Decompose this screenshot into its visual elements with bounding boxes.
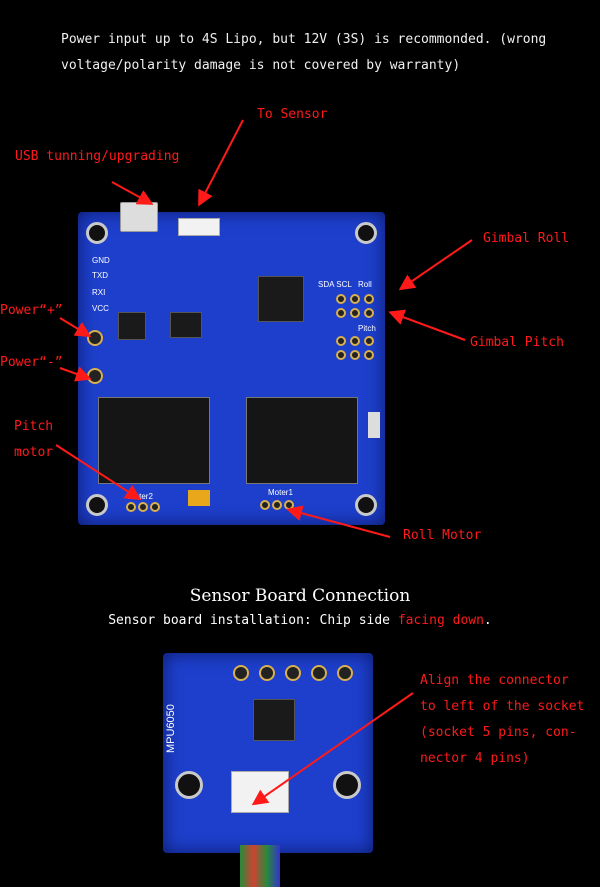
mpu-chip bbox=[253, 699, 295, 741]
mount-hole bbox=[355, 494, 377, 516]
arrow-roll-motor bbox=[286, 505, 391, 538]
silk-roll: Roll bbox=[358, 280, 372, 289]
pin bbox=[233, 665, 249, 681]
arrow-to-sensor bbox=[198, 119, 244, 207]
section-title: Sensor Board Connection bbox=[189, 586, 411, 606]
silk-txd: TXD bbox=[92, 271, 108, 280]
label-power-plus: Power“+” bbox=[0, 303, 63, 318]
pin bbox=[336, 350, 346, 360]
subtitle-suffix: . bbox=[483, 613, 492, 628]
section-subtitle: Sensor board installation: Chip side fac… bbox=[0, 613, 600, 628]
silk-sda-scl: SDA SCL bbox=[318, 280, 352, 289]
label-usb: USB tunning/upgrading bbox=[15, 149, 180, 164]
pin bbox=[350, 336, 360, 346]
arrow-gimbal-pitch bbox=[388, 309, 466, 341]
sensor-socket bbox=[178, 218, 220, 236]
sensor-board: MPU6050 bbox=[163, 653, 373, 853]
silk-rxi: RXI bbox=[92, 288, 106, 297]
mount-hole bbox=[355, 222, 377, 244]
pin bbox=[350, 350, 360, 360]
mcu-chip bbox=[258, 276, 304, 322]
cable bbox=[240, 845, 280, 887]
arrow-align bbox=[251, 692, 414, 806]
pin bbox=[311, 665, 327, 681]
label-gimbal-roll: Gimbal Roll bbox=[483, 231, 570, 246]
silk-vcc: VCC bbox=[92, 304, 109, 313]
label-pitch-motor-2: motor bbox=[14, 445, 54, 460]
pin bbox=[138, 502, 148, 512]
silk-moter1: Moter1 bbox=[268, 488, 293, 497]
pin bbox=[259, 665, 275, 681]
roll-motor-driver bbox=[246, 397, 358, 484]
align-note-3: (socket 5 pins, con- bbox=[420, 725, 577, 740]
pin bbox=[336, 336, 346, 346]
subtitle-highlight: facing down bbox=[397, 613, 484, 628]
regulator bbox=[170, 312, 202, 338]
arrow-usb bbox=[111, 181, 154, 205]
pin bbox=[126, 502, 136, 512]
pin bbox=[336, 308, 346, 318]
label-pitch-motor-1: Pitch bbox=[14, 419, 54, 434]
pitch-motor-driver bbox=[98, 397, 210, 484]
pin bbox=[364, 336, 374, 346]
controller-board: GND TXD RXI VCC SDA SCL Roll Pitch Moter… bbox=[78, 202, 385, 525]
pin bbox=[285, 665, 301, 681]
notice-line-2: voltage/polarity damage is not covered b… bbox=[61, 58, 461, 73]
mount-hole bbox=[333, 771, 361, 799]
pin bbox=[272, 500, 282, 510]
pin bbox=[150, 502, 160, 512]
arrow-power-minus bbox=[59, 366, 92, 382]
arrow-pitch-motor bbox=[55, 444, 142, 501]
align-note-4: nector 4 pins) bbox=[420, 751, 530, 766]
mount-hole bbox=[86, 494, 108, 516]
pin bbox=[336, 294, 346, 304]
notice-line-1: Power input up to 4S Lipo, but 12V (3S) … bbox=[61, 32, 547, 47]
subtitle-prefix: Sensor board installation: Chip side bbox=[108, 613, 398, 628]
chip bbox=[118, 312, 146, 340]
pin bbox=[337, 665, 353, 681]
label-gimbal-pitch: Gimbal Pitch bbox=[470, 335, 564, 350]
silk-pitch: Pitch bbox=[358, 324, 376, 333]
silk-gnd: GND bbox=[92, 256, 110, 265]
label-to-sensor: To Sensor bbox=[257, 107, 328, 122]
arrow-gimbal-roll bbox=[398, 239, 473, 291]
button bbox=[368, 412, 380, 438]
capacitor bbox=[188, 490, 210, 506]
pin bbox=[364, 308, 374, 318]
pin bbox=[350, 294, 360, 304]
pin bbox=[364, 350, 374, 360]
pin bbox=[350, 308, 360, 318]
mount-hole bbox=[86, 222, 108, 244]
label-roll-motor: Roll Motor bbox=[403, 528, 482, 543]
pin bbox=[364, 294, 374, 304]
mount-hole bbox=[175, 771, 203, 799]
align-note-1: Align the connector bbox=[420, 673, 569, 688]
label-power-minus: Power“-” bbox=[0, 355, 63, 370]
pin bbox=[260, 500, 270, 510]
arrow-power-plus bbox=[59, 317, 92, 338]
align-note-2: to left of the socket bbox=[420, 699, 585, 714]
